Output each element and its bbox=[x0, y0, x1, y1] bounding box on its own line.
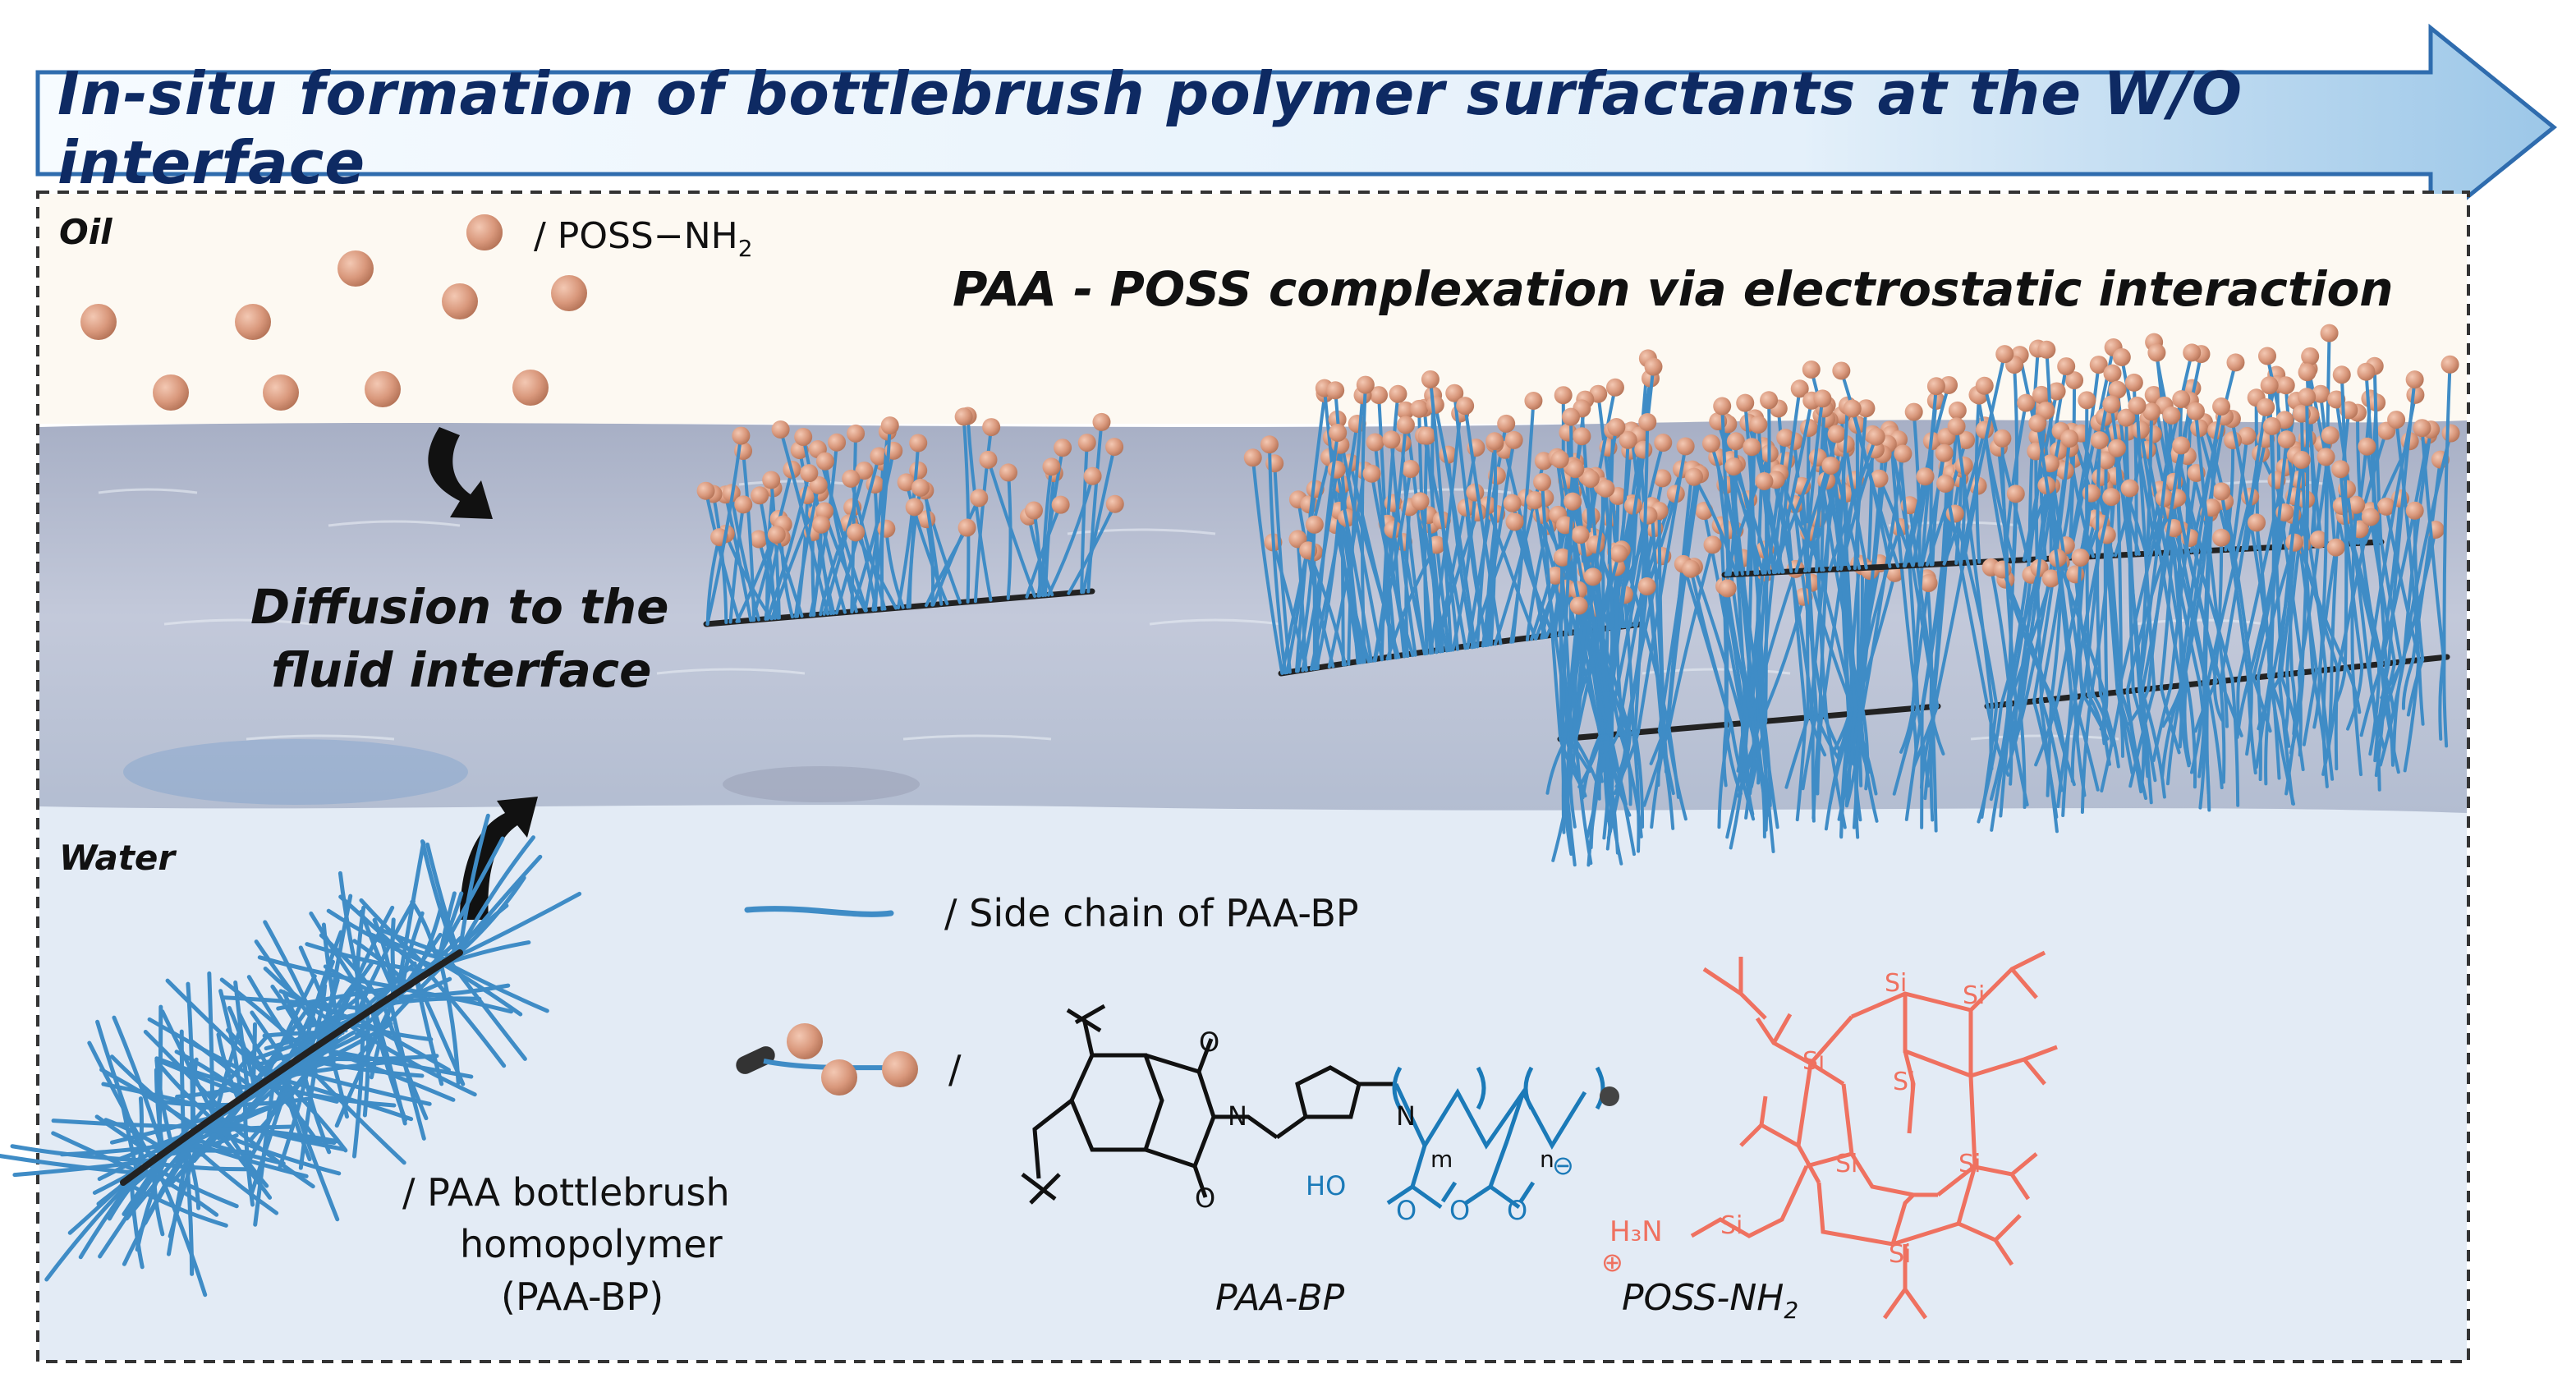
diffusion-arrows bbox=[428, 427, 538, 920]
diffusion-annotation-line2: fluid interface bbox=[271, 642, 652, 698]
atom-si-2: Si bbox=[1963, 981, 1986, 1010]
poss-legend-text: / POSS−NH bbox=[534, 215, 738, 257]
diffusion-annotation-line1: Diffusion to the bbox=[250, 579, 669, 635]
bottlebrush-legend-line1: / PAA bottlebrush bbox=[402, 1170, 730, 1215]
interface-ripples bbox=[98, 480, 2333, 741]
atom-o-top: O bbox=[1199, 1027, 1220, 1058]
paa-bp-structure-label: PAA-BP bbox=[1215, 1277, 1345, 1319]
brush-complex-large bbox=[1243, 324, 2460, 867]
atom-n-imide: N bbox=[1228, 1100, 1247, 1132]
dashed-frame bbox=[36, 191, 2470, 1363]
plus-charge: ⊕ bbox=[1601, 1247, 1623, 1278]
poss-legend-sub: 2 bbox=[737, 234, 753, 262]
paa-bottlebrush-illustration bbox=[0, 813, 582, 1298]
paa-bp-backbone-blue bbox=[1386, 1066, 1605, 1210]
subscript-n: n bbox=[1540, 1146, 1554, 1173]
bottlebrush-legend-line3: (PAA-BP) bbox=[501, 1275, 664, 1319]
atom-o-carboxyl-3: O bbox=[1507, 1195, 1528, 1226]
oil-label: Oil bbox=[59, 212, 112, 252]
paa-bp-structure bbox=[1021, 1004, 1396, 1205]
atom-h3n: H₃N bbox=[1609, 1215, 1663, 1248]
paa-bp-end-bead bbox=[1600, 1086, 1619, 1106]
atom-si-3: Si bbox=[1802, 1047, 1825, 1076]
atom-si-5: Si bbox=[1835, 1150, 1858, 1178]
subscript-m: m bbox=[1430, 1146, 1453, 1173]
atom-si-8: Si bbox=[1889, 1240, 1912, 1269]
minus-charge: ⊖ bbox=[1552, 1150, 1574, 1181]
brush-complex-small bbox=[696, 407, 1124, 627]
poss-cage-structure bbox=[1690, 950, 2058, 1320]
complex-legend-icon bbox=[736, 1023, 918, 1096]
banner-arrow bbox=[35, 23, 2557, 232]
poss-legend-label: / POSS−NH2 bbox=[534, 215, 753, 262]
interface-residue bbox=[123, 739, 920, 805]
side-chain-legend-label: / Side chain of PAA-BP bbox=[944, 891, 1359, 935]
atom-o-carboxyl-2: O bbox=[1449, 1195, 1471, 1226]
poss-legend-bead bbox=[466, 214, 503, 250]
atom-o-bottom: O bbox=[1195, 1183, 1216, 1214]
atom-si-1: Si bbox=[1885, 969, 1908, 998]
water-phase bbox=[39, 805, 2467, 1360]
bottlebrush-legend-line2: homopolymer bbox=[460, 1222, 723, 1266]
atom-si-7: Si bbox=[1720, 1211, 1743, 1240]
poss-structure-sub: 2 bbox=[1784, 1296, 1799, 1324]
complexation-annotation: PAA - POSS complexation via electrostati… bbox=[953, 261, 2394, 317]
atom-ho: HO bbox=[1306, 1170, 1347, 1201]
poss-structure-label: POSS-NH2 bbox=[1622, 1277, 1798, 1324]
atom-o-carboxyl-1: O bbox=[1396, 1195, 1417, 1226]
banner-title: In-situ formation of bottlebrush polymer… bbox=[57, 59, 2243, 197]
complex-legend-separator: / bbox=[948, 1047, 962, 1091]
side-chain-legend-line bbox=[744, 906, 894, 917]
atom-si-6: Si bbox=[1958, 1150, 1981, 1178]
atom-n-triazole: N bbox=[1396, 1100, 1416, 1132]
atom-si-4: Si bbox=[1893, 1068, 1916, 1096]
poss-structure-name: POSS-NH bbox=[1622, 1277, 1784, 1319]
water-label: Water bbox=[59, 838, 176, 878]
